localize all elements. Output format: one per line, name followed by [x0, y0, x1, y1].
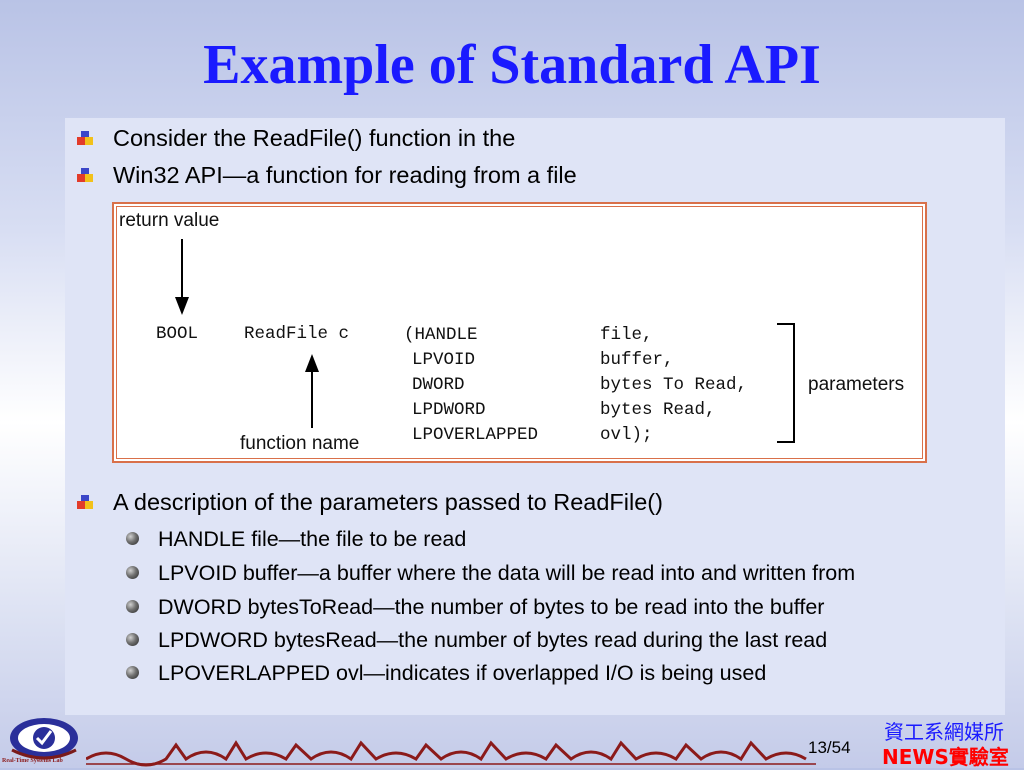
lab-suffix: 實驗室: [948, 745, 1009, 769]
sub-bullet-text: LPOVERLAPPED ovl—indicates if overlapped…: [158, 661, 767, 685]
sub-bullet-item: LPVOID buffer—a buffer where the data wi…: [126, 560, 855, 586]
api-diagram: return value BOOL ReadFile c (HANDLE LPV…: [112, 202, 927, 463]
bullet-text: Consider the ReadFile() function in the: [113, 125, 516, 151]
code-param-name: ovl);: [600, 425, 653, 445]
lab-logo-icon: [10, 718, 78, 760]
page-current: 13: [808, 738, 827, 757]
code-param-name: buffer,: [600, 350, 674, 370]
bullet-text: Win32 API—a function for reading from a …: [113, 162, 577, 188]
code-return-type: BOOL: [156, 324, 199, 344]
footer-decoration: [86, 740, 816, 767]
sub-bullet-item: HANDLE file—the file to be read: [126, 526, 466, 552]
department-label: 資工系網媒所: [884, 720, 1004, 744]
code-param-type: LPDWORD: [412, 400, 486, 420]
sub-bullet-text: DWORD bytesToRead—the number of bytes to…: [158, 595, 825, 619]
return-value-label: return value: [119, 210, 220, 231]
bullet-square-icon: [77, 131, 93, 145]
diagram-frame: [116, 206, 923, 459]
lab-label: NEWS實驗室: [882, 741, 1009, 770]
sphere-bullet-icon: [126, 600, 139, 613]
code-param-name: bytes Read,: [600, 400, 716, 420]
bullet-text: A description of the parameters passed t…: [113, 489, 663, 515]
parameters-label: parameters: [808, 374, 905, 395]
code-param-type: LPVOID: [412, 350, 476, 370]
sub-bullet-text: LPDWORD bytesRead—the number of bytes re…: [158, 628, 828, 652]
code-param-type: DWORD: [412, 375, 465, 395]
bullet-item: Consider the ReadFile() function in the: [77, 124, 515, 152]
bullet-square-icon: [77, 495, 93, 509]
sphere-bullet-icon: [126, 666, 139, 679]
sub-bullet-text: HANDLE file—the file to be read: [158, 527, 467, 551]
sphere-bullet-icon: [126, 532, 139, 545]
sphere-bullet-icon: [126, 566, 139, 579]
sphere-bullet-icon: [126, 633, 139, 646]
code-param-name: bytes To Read,: [600, 375, 748, 395]
code-function-name: ReadFile c: [244, 324, 350, 344]
bullet-square-icon: [77, 168, 93, 182]
page-number: 13/54: [808, 738, 851, 758]
bullet-item: A description of the parameters passed t…: [77, 488, 663, 516]
sub-bullet-item: DWORD bytesToRead—the number of bytes to…: [126, 594, 824, 620]
bracket-icon: [777, 323, 795, 443]
down-arrow-icon: [175, 239, 189, 315]
bullet-item: Win32 API—a function for reading from a …: [77, 161, 577, 189]
sub-bullet-text: LPVOID buffer—a buffer where the data wi…: [158, 561, 856, 585]
code-param-type: LPOVERLAPPED: [412, 425, 539, 445]
up-arrow-icon: [305, 354, 319, 428]
slide-title: Example of Standard API: [203, 34, 821, 96]
page-total: /54: [826, 738, 851, 757]
lab-logo-text: Real-Time Systems Lab: [2, 758, 63, 764]
lab-prefix: NEWS: [882, 745, 949, 769]
function-name-label: function name: [240, 433, 360, 454]
sub-bullet-item: LPDWORD bytesRead—the number of bytes re…: [126, 627, 827, 653]
code-param-type: (HANDLE: [404, 325, 478, 345]
code-param-name: file,: [600, 325, 653, 345]
sub-bullet-item: LPOVERLAPPED ovl—indicates if overlapped…: [126, 660, 766, 686]
